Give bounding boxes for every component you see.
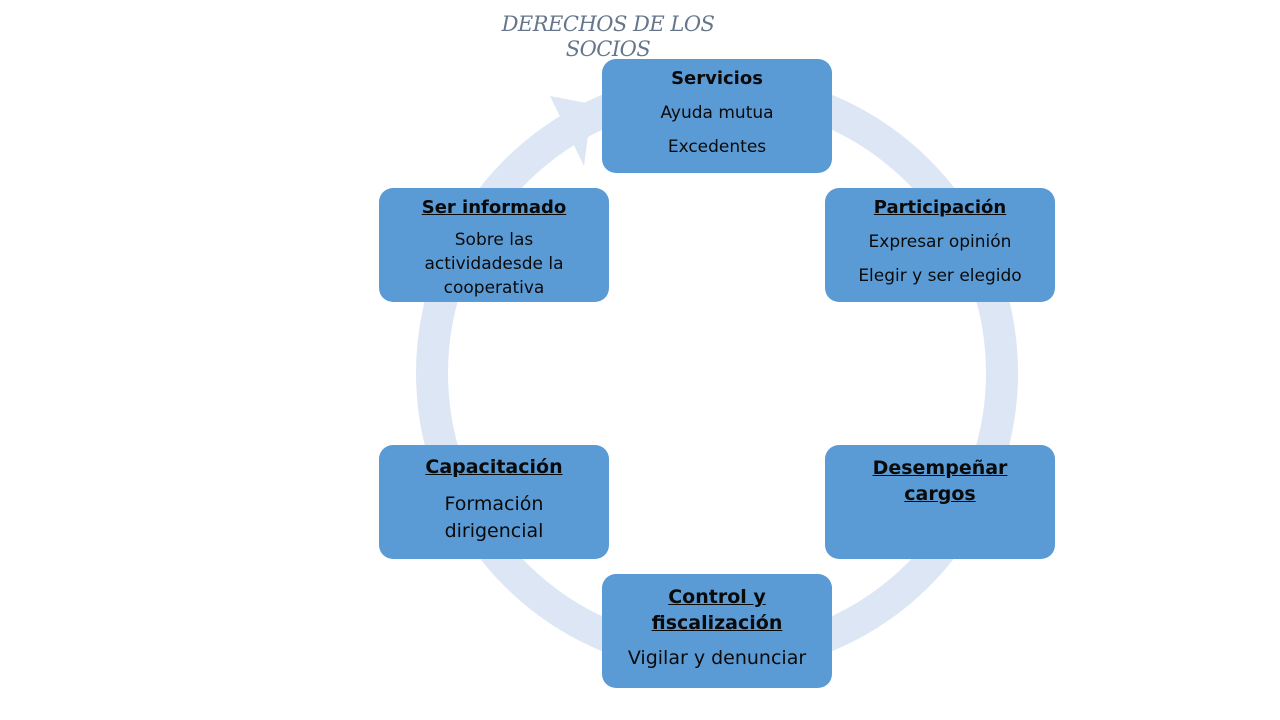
- node-servicios-line-2: Excedentes: [667, 137, 767, 157]
- node-capacitacion-line-1: Formación dirigencial: [444, 493, 544, 542]
- node-capacitacion: Capacitación Formación dirigencial: [379, 445, 609, 559]
- cycle-arrowhead: [550, 96, 592, 166]
- diagram-title: DERECHOS DE LOS SOCIOS: [501, 12, 715, 58]
- node-participacion-line-1: Expresar opinión: [868, 232, 1012, 252]
- node-capacitacion-heading: Capacitación: [425, 456, 563, 478]
- node-desempenar-heading: Desempeñar cargos: [872, 457, 1008, 505]
- node-control-fiscalizacion: Control y fiscalización Vigilar y denunc…: [602, 574, 832, 688]
- node-servicios-line-1: Ayuda mutua: [660, 103, 774, 123]
- node-informado-line-1: Sobre las actividadesde la cooperativa: [424, 230, 564, 298]
- node-control-line-1: Vigilar y denunciar: [627, 647, 807, 669]
- node-servicios-heading: Servicios: [671, 68, 763, 89]
- node-participacion-heading: Participación: [873, 197, 1007, 218]
- node-informado-heading: Ser informado: [421, 197, 567, 218]
- node-ser-informado: Ser informado Sobre las actividadesde la…: [379, 188, 609, 302]
- node-servicios: Servicios Ayuda mutua Excedentes: [602, 59, 832, 173]
- node-participacion-line-2: Elegir y ser elegido: [858, 266, 1022, 286]
- cycle-ring-path: [416, 72, 1018, 674]
- node-desempenar-cargos: Desempeñar cargos: [825, 445, 1055, 559]
- node-participacion: Participación Expresar opinión Elegir y …: [825, 188, 1055, 302]
- node-control-heading: Control y fiscalización: [651, 586, 783, 634]
